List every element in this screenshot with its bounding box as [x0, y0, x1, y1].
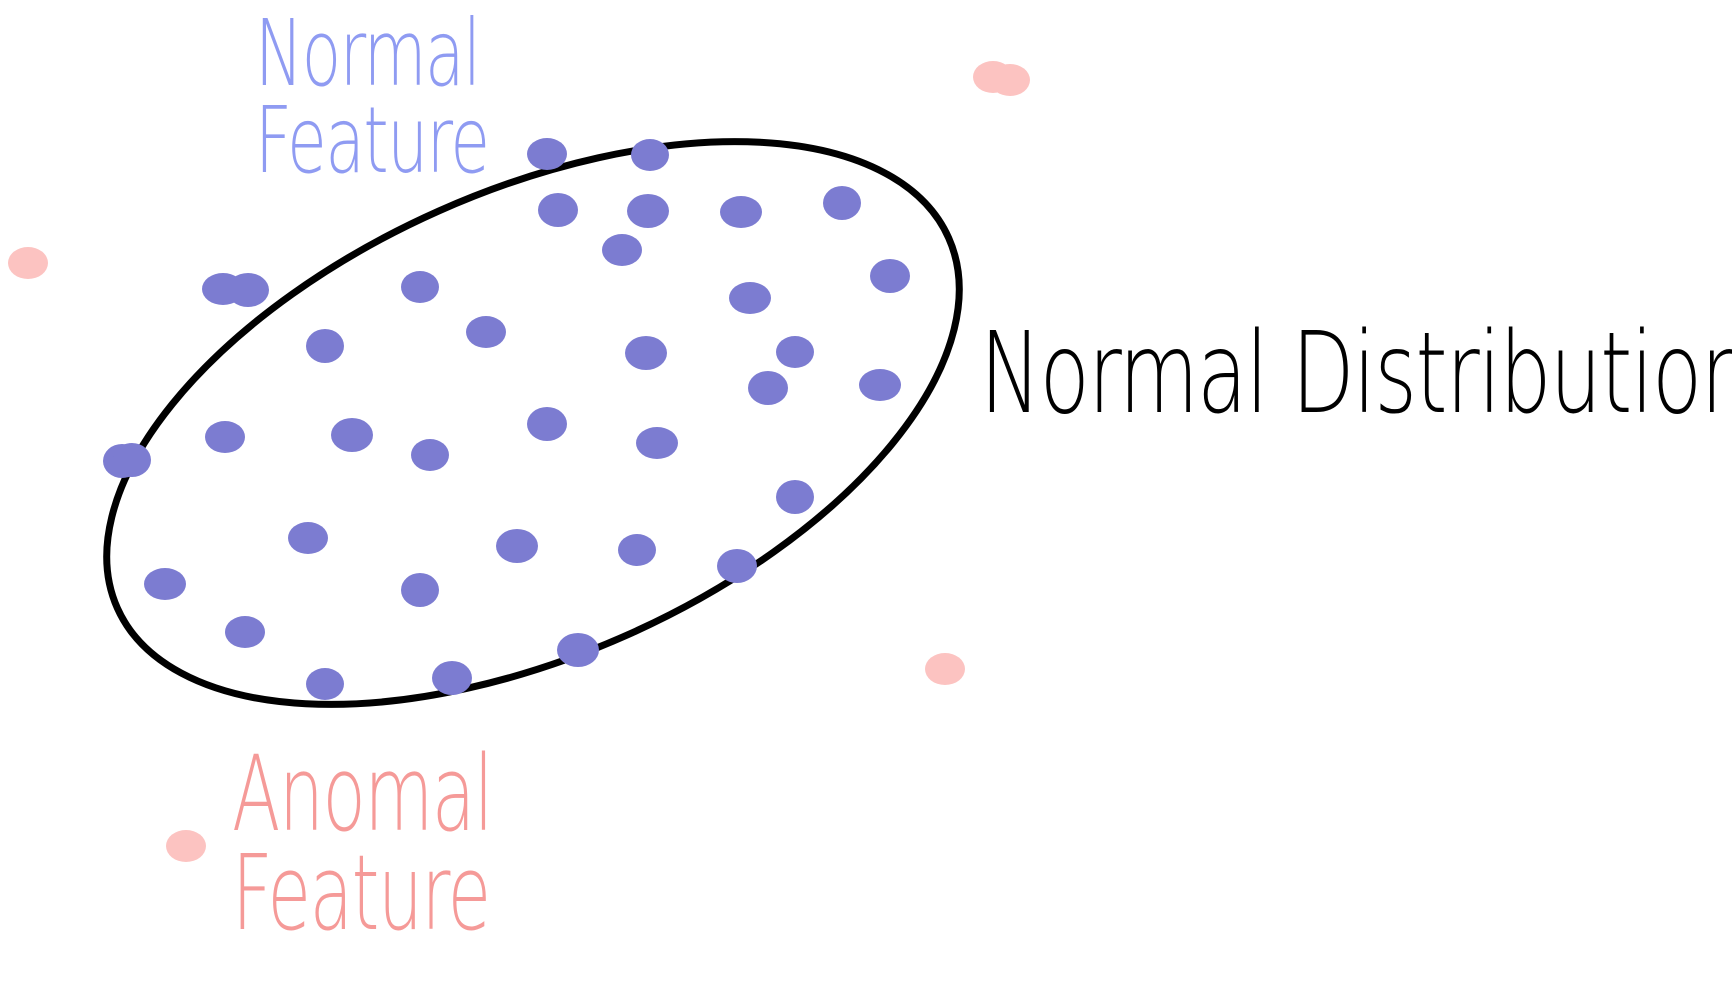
anomal-points-group	[8, 61, 1030, 862]
normal-point	[748, 371, 788, 405]
normal-point	[411, 439, 449, 471]
normal-feature-label: Normal Feature	[255, 0, 490, 195]
normal-point	[625, 336, 667, 370]
normal-point	[527, 138, 567, 170]
normal-distribution-ellipse	[103, 138, 963, 708]
anomal-point	[166, 830, 206, 862]
normal-point	[466, 316, 506, 348]
normal-point	[496, 529, 538, 563]
normal-point	[331, 418, 373, 452]
normal-point	[776, 480, 814, 514]
normal-point	[306, 668, 344, 700]
normal-point	[636, 427, 678, 459]
anomal-point	[925, 653, 965, 685]
anomal-feature-label-line1: Anomal	[232, 733, 494, 855]
anomal-feature-label-line2: Feature	[232, 831, 491, 954]
normal-point	[557, 633, 599, 667]
normal-point	[627, 194, 669, 228]
anomal-point	[990, 64, 1030, 96]
normal-point	[527, 407, 567, 441]
normal-point	[288, 522, 328, 554]
normal-point	[225, 616, 265, 648]
normal-point	[202, 273, 244, 305]
normal-point	[602, 234, 642, 266]
normal-point	[859, 369, 901, 401]
normal-distribution-label: Normal Distribution	[980, 309, 1732, 439]
normal-point	[618, 534, 656, 566]
normal-point	[776, 336, 814, 368]
normal-point	[870, 259, 910, 293]
normal-point	[205, 421, 245, 453]
normal-points-group	[103, 138, 910, 700]
normal-point	[144, 568, 186, 600]
normal-point	[631, 139, 669, 171]
normal-point	[720, 196, 762, 228]
normal-point	[113, 443, 151, 477]
normal-point	[401, 271, 439, 303]
normal-point	[432, 661, 472, 695]
normal-point	[538, 193, 578, 227]
normal-point	[401, 573, 439, 607]
anomal-point	[8, 247, 48, 279]
normal-point	[306, 329, 344, 363]
normal-feature-label-line1: Normal	[255, 0, 481, 107]
normal-point	[717, 549, 757, 583]
normal-point	[729, 282, 771, 314]
anomal-feature-label: Anomal Feature	[232, 733, 494, 954]
normal-feature-label-line2: Feature	[255, 87, 490, 195]
normal-point	[823, 186, 861, 220]
